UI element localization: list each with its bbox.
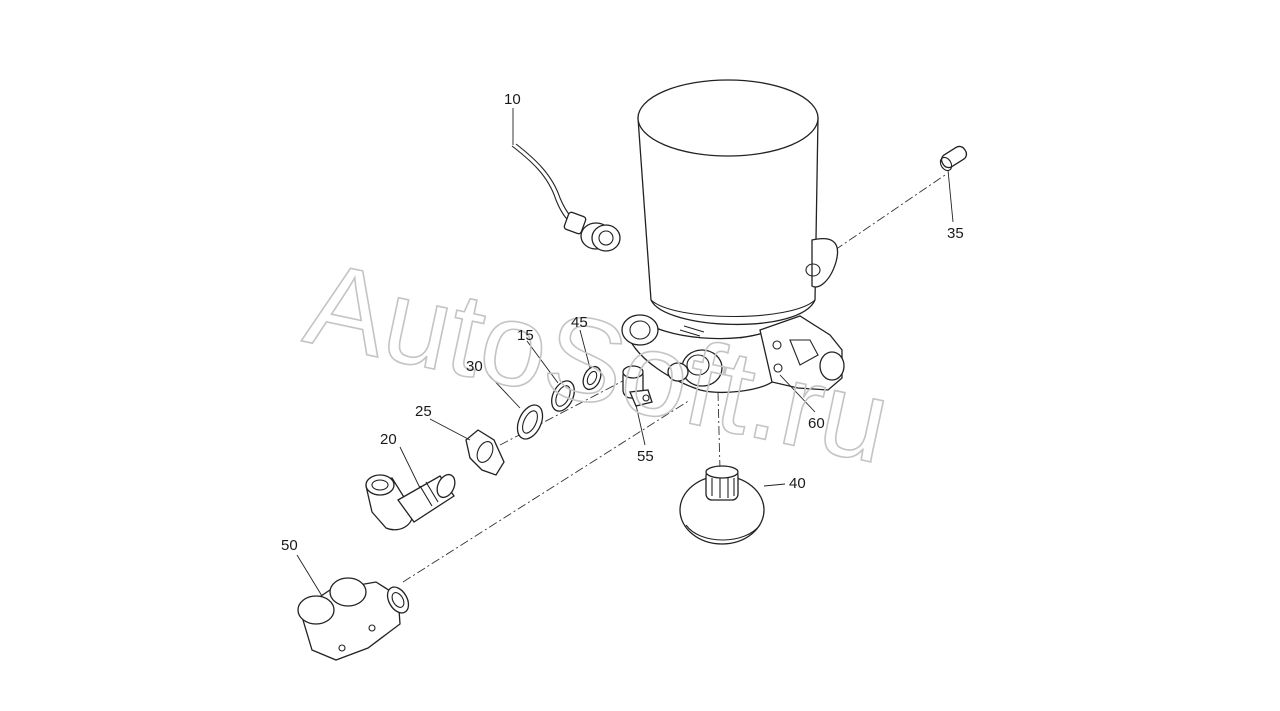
label-60: 60 [808,415,825,432]
part-45-o-ring [582,365,602,391]
label-50: 50 [281,537,298,554]
part-air-dryer-canister [637,79,839,326]
label-10: 10 [504,91,521,108]
part-25-nut [465,429,505,476]
label-20: 20 [380,431,397,448]
assembly-axis-lines [402,174,946,583]
label-45: 45 [571,314,588,331]
part-35-plug [939,145,968,172]
part-55-fitting [622,365,653,407]
label-35: 35 [947,225,964,242]
leader-lines [296,108,954,597]
label-15: 15 [517,327,534,344]
part-30-washer [516,404,544,440]
part-15-seal-ring [551,380,575,412]
part-20-elbow-pipe [365,473,456,531]
label-55: 55 [637,448,654,465]
label-30: 30 [466,358,483,375]
label-25: 25 [415,403,432,420]
part-labels: 10 15 45 30 25 20 50 55 40 60 35 [281,91,964,554]
part-50-valve-block [297,577,410,661]
label-40: 40 [789,475,806,492]
part-valve-body [621,314,845,393]
part-40-bottom-cap [679,465,765,545]
part-10-cable-connector [511,143,621,252]
